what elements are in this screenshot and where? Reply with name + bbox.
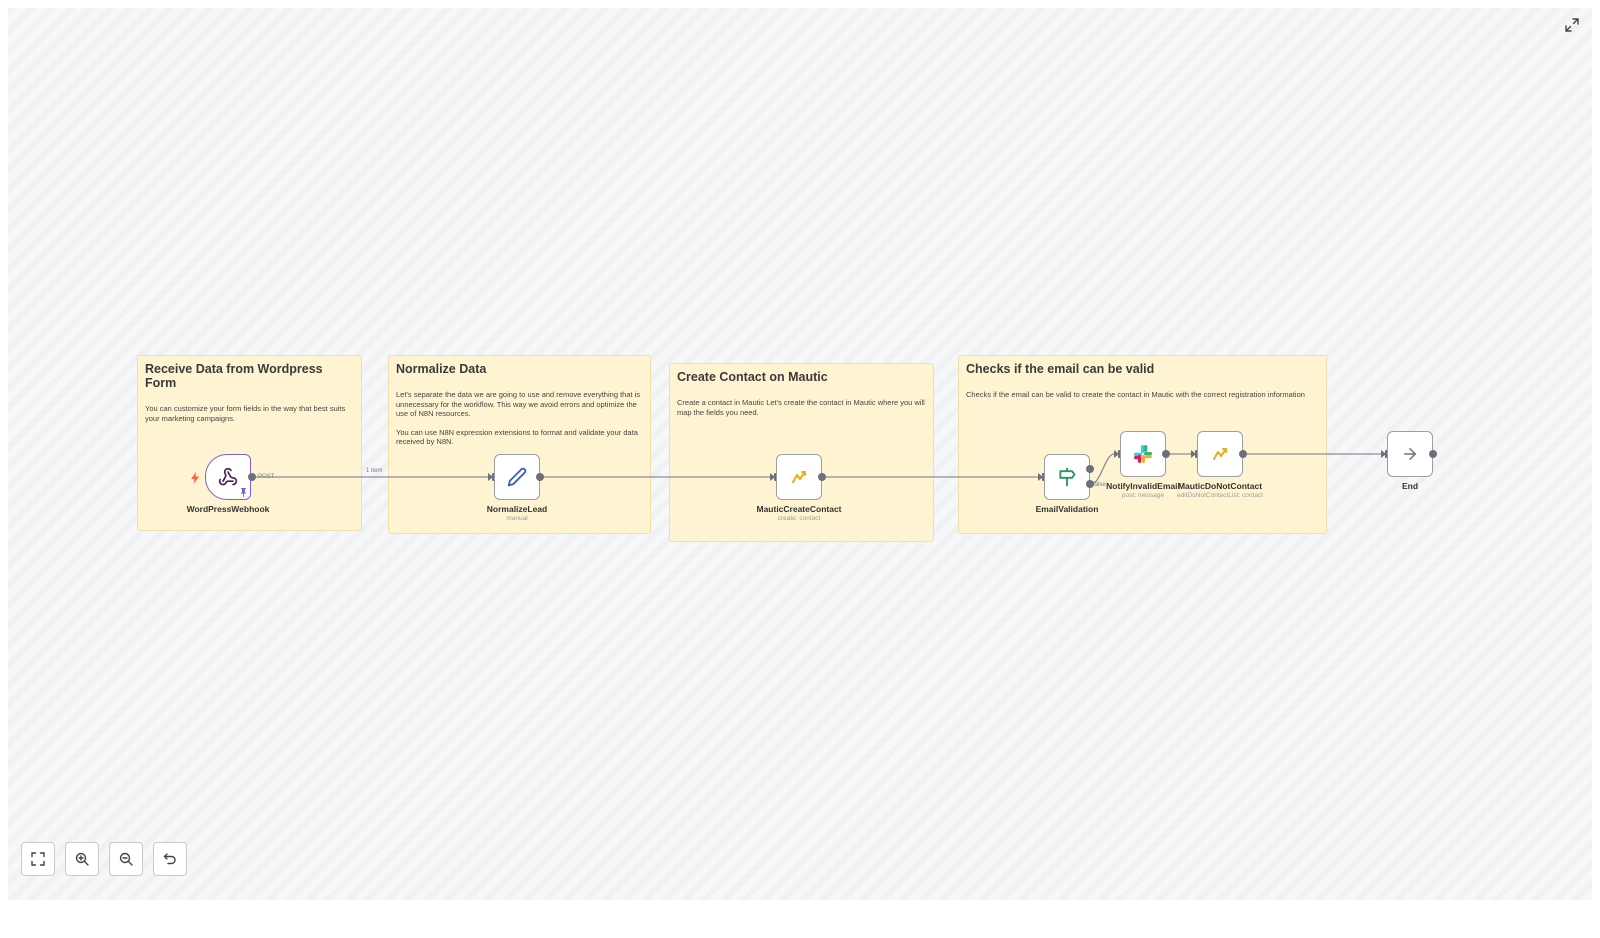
node-wordpress-webhook[interactable] xyxy=(205,454,251,500)
edge-validation-notify xyxy=(1090,453,1115,485)
normalize-output-port[interactable] xyxy=(536,473,544,481)
sticky-text: Let's separate the data we are going to … xyxy=(396,390,641,418)
edge-false-label: false xyxy=(1093,482,1106,488)
arrowhead xyxy=(488,473,493,481)
mautic-icon xyxy=(791,469,807,485)
node-label: MauticDoNotContact xyxy=(1177,481,1263,491)
node-subtitle: create: contact xyxy=(777,515,821,522)
node-email-validation[interactable] xyxy=(1044,454,1090,500)
sticky-title: Create Contact on Mautic xyxy=(677,370,828,384)
sticky-title: Receive Data from Wordpress Form xyxy=(145,362,323,390)
connections-layer xyxy=(256,450,1386,485)
node-subtitle: post: message xyxy=(1121,492,1165,499)
pencil-icon xyxy=(507,467,527,487)
fit-view-button[interactable] xyxy=(21,842,55,876)
sticky-text: You can customize your form fields in th… xyxy=(145,404,346,423)
zoom-in-button[interactable] xyxy=(65,842,99,876)
arrowhead xyxy=(1381,450,1386,458)
node-subtitle: manual xyxy=(506,515,528,522)
node-notify-invalid-email[interactable] xyxy=(1120,431,1166,477)
node-label: WordPressWebhook xyxy=(186,504,270,514)
slack-icon xyxy=(1133,444,1153,464)
node-label: NormalizeLead xyxy=(486,504,548,514)
sticky-normalize-data[interactable]: Normalize Data Let's separate the data w… xyxy=(388,355,651,534)
zoom-out-button[interactable] xyxy=(109,842,143,876)
workflow-canvas[interactable]: Receive Data from Wordpress Form You can… xyxy=(8,8,1592,900)
node-label: EmailValidation xyxy=(1035,504,1099,514)
sticky-receive-data[interactable]: Receive Data from Wordpress Form You can… xyxy=(137,355,362,531)
validation-true-port[interactable] xyxy=(1086,465,1094,473)
sticky-create-contact[interactable]: Create Contact on Mautic Create a contac… xyxy=(669,363,934,542)
arrowhead xyxy=(1114,450,1119,458)
node-label: NotifyInvalidEmail xyxy=(1106,481,1180,491)
trigger-bolt-icon xyxy=(190,471,200,484)
webhook-icon xyxy=(218,467,238,487)
node-mautic-do-not-contact[interactable] xyxy=(1197,431,1243,477)
arrowhead xyxy=(1191,450,1196,458)
validation-false-port[interactable] xyxy=(1086,480,1094,488)
signpost-icon xyxy=(1057,467,1077,487)
webhook-output-port[interactable] xyxy=(248,473,256,481)
node-normalize-lead[interactable] xyxy=(494,454,540,500)
node-mautic-create-contact[interactable] xyxy=(776,454,822,500)
edge-items-label: 1 item xyxy=(366,468,383,474)
sticky-text: You can use N8N expression extensions to… xyxy=(396,427,638,447)
node-subtitle: editDoNotContactList: contact xyxy=(1177,492,1263,499)
mautic-icon xyxy=(1212,446,1228,462)
arrowhead xyxy=(770,473,775,481)
zoom-out-icon xyxy=(119,852,133,866)
sticky-title: Checks if the email can be valid xyxy=(966,362,1155,376)
node-end[interactable] xyxy=(1387,431,1433,477)
undo-icon xyxy=(163,852,177,866)
zoom-in-icon xyxy=(75,852,89,866)
arrow-right-icon xyxy=(1401,445,1419,463)
create-contact-output-port[interactable] xyxy=(818,473,826,481)
dnc-output-port[interactable] xyxy=(1239,450,1247,458)
pin-icon xyxy=(240,488,247,497)
expand-icon[interactable] xyxy=(1564,17,1580,33)
notify-output-port[interactable] xyxy=(1162,450,1170,458)
end-output-port[interactable] xyxy=(1429,450,1437,458)
fit-view-icon xyxy=(31,852,45,866)
arrowhead xyxy=(1038,473,1043,481)
sticky-title: Normalize Data xyxy=(396,362,487,376)
node-label: MauticCreateContact xyxy=(756,504,842,514)
reset-zoom-button[interactable] xyxy=(153,842,187,876)
sticky-text: Create a contact in Mautic Let's create … xyxy=(677,398,925,417)
node-label: End xyxy=(1401,481,1419,491)
webhook-port-label: POST xyxy=(258,474,275,480)
sticky-text: Checks if the email can be valid to crea… xyxy=(966,390,1305,399)
